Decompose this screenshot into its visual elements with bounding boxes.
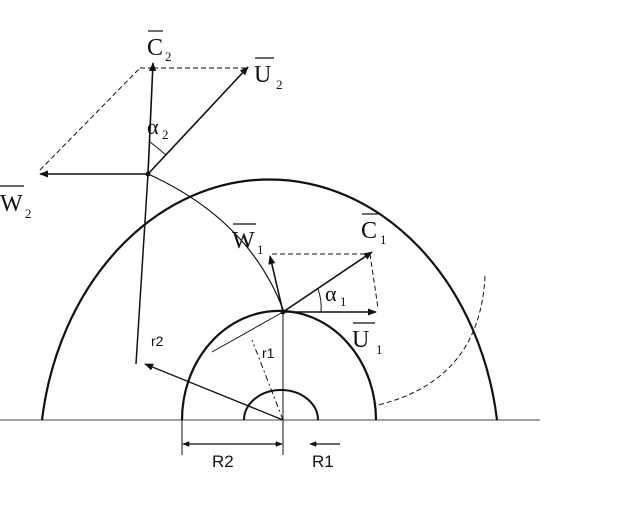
w1-letter: W (232, 228, 255, 254)
c1-sub: 1 (380, 232, 387, 247)
label-big-r1: R1 (312, 452, 334, 471)
c1-u1-dashed (369, 253, 379, 309)
outer-circle (40, 178, 499, 421)
alpha1-letter: α (325, 281, 337, 306)
inner-hub-circle (243, 389, 319, 421)
alpha2-sub: 2 (162, 127, 169, 142)
label-u2: U 2 (254, 57, 283, 92)
alpha1-arc (317, 288, 322, 313)
label-r2: r2 (151, 333, 164, 349)
c1-letter: C (361, 218, 377, 244)
label-w2: W 2 (0, 185, 32, 221)
label-alpha2: α 2 (147, 114, 169, 142)
u2-sub: 2 (276, 77, 283, 92)
outlet-point (145, 171, 151, 177)
w1-vector (268, 255, 284, 313)
label-r1: r1 (262, 345, 275, 361)
alpha2-letter: α (147, 114, 159, 139)
label-c1: C 1 (361, 213, 387, 247)
w2-sub: 2 (25, 206, 32, 221)
dashed-blade-curve (377, 275, 486, 406)
label-big-r2: R2 (212, 452, 234, 471)
c2-vector (147, 62, 157, 175)
w1-sub: 1 (257, 242, 264, 257)
w2-letter: W (0, 191, 23, 217)
outlet-radius-line (135, 173, 149, 365)
blade-curve (147, 173, 285, 313)
label-w1: W 1 (232, 223, 264, 257)
u1-sub: 1 (376, 342, 383, 357)
c2-w2-dashed (39, 67, 141, 171)
c1-vector (282, 251, 373, 313)
u2-letter: U (254, 62, 271, 88)
alpha1-sub: 1 (340, 294, 347, 309)
label-c2: C 2 (147, 30, 172, 64)
inlet-point (280, 309, 286, 315)
c2-sub: 2 (165, 49, 172, 64)
u2-vector (147, 66, 249, 175)
middle-circle (180, 309, 378, 421)
label-u1: U 1 (352, 322, 383, 357)
alpha2-arc (149, 141, 167, 156)
inlet-short-line (211, 311, 284, 353)
u1-letter: U (352, 327, 369, 353)
r1-line (251, 339, 284, 421)
label-alpha1: α 1 (325, 281, 347, 309)
r2-arrow (144, 363, 284, 421)
c2-letter: C (147, 35, 163, 61)
